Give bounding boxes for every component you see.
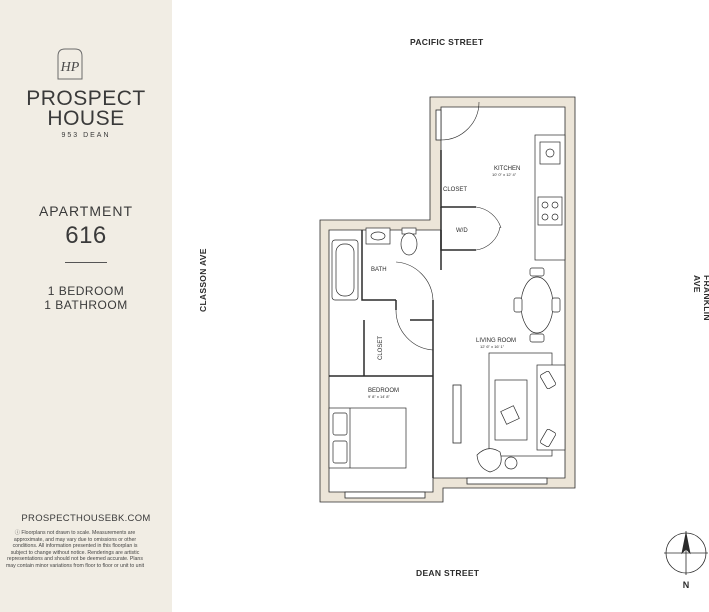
kitchen-label: KITCHEN — [494, 166, 520, 172]
brand-name-line1: PROSPECT — [26, 87, 146, 110]
bed — [328, 407, 407, 469]
living-room-label: LIVING ROOM — [476, 338, 516, 344]
dining-table — [513, 267, 561, 343]
info-icon: ⓘ — [14, 530, 22, 536]
bathroom-count: 1 BATHROOM — [44, 298, 128, 312]
street-south: DEAN STREET — [416, 568, 480, 578]
door-swings — [395, 101, 502, 351]
kitchen-closet-label: CLOSET — [443, 187, 467, 193]
disclaimer: ⓘ Floorplans not drawn to scale. Measure… — [4, 530, 146, 570]
wd-label: W/D — [456, 228, 468, 234]
disclaimer-text: Floorplans not drawn to scale. Measureme… — [5, 530, 145, 569]
bath-fixtures — [331, 227, 418, 301]
brand-name-line2: HOUSE — [47, 107, 125, 130]
website-link[interactable]: PROSPECTHOUSEBK.COM — [21, 513, 151, 524]
sidebar: HP PROSPECT HOUSE 953 DEAN APARTMENT 616… — [0, 0, 172, 612]
apartment-label: APARTMENT — [38, 203, 134, 219]
apartment-number: 616 — [65, 222, 107, 249]
bath-label: BATH — [371, 267, 387, 273]
bedroom-label: BEDROOM — [368, 388, 399, 394]
interior-walls — [329, 150, 476, 478]
brand-address: 953 DEAN — [61, 132, 111, 139]
living-furniture — [476, 352, 566, 473]
brand-logo-icon: HP — [57, 48, 83, 80]
bedroom-dims: 9' 8" x 14' 8" — [368, 394, 391, 399]
kitchen-dims: 10' 0" x 12' 4" — [492, 172, 517, 177]
windows — [344, 109, 548, 499]
compass-label: N — [683, 580, 690, 590]
bedroom-count: 1 BEDROOM — [47, 284, 125, 298]
bedroom-closet-label: CLOSET — [378, 336, 384, 360]
divider — [65, 262, 107, 263]
living-room-dims: 12' 6" x 16' 1" — [480, 344, 505, 349]
kitchen-counter — [534, 134, 566, 261]
street-north: PACIFIC STREET — [410, 37, 484, 47]
svg-text:HP: HP — [60, 60, 80, 75]
compass-icon — [664, 531, 708, 575]
